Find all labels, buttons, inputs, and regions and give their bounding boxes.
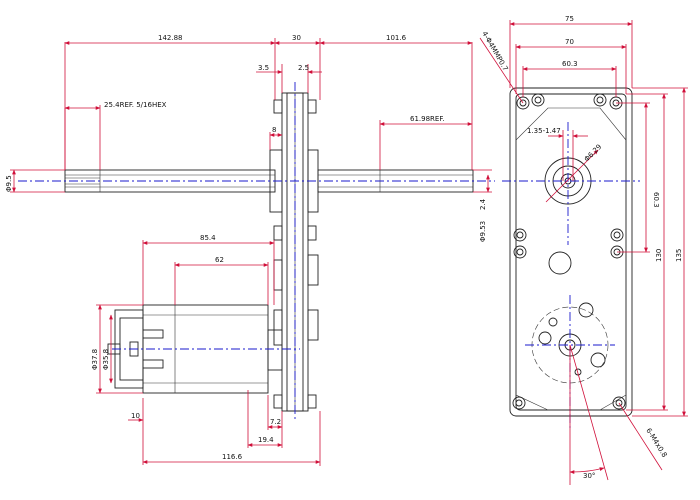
dim-8: 8: [272, 126, 276, 134]
dim-2-5: 2.5: [298, 64, 309, 72]
dim-2-4: 2.4: [479, 198, 487, 210]
dim-dia-6-29: Φ6.29: [583, 143, 604, 164]
dim-135: 135: [675, 249, 683, 262]
dim-10: 10: [131, 412, 140, 420]
dim-angle-30: 30°: [583, 472, 595, 480]
dim-61-98-ref: 61.98REF.: [410, 115, 444, 123]
side-dimensions: 142.88 30 101.6 3.5 2.5 25.4REF. 5/16HEX…: [5, 34, 492, 466]
dim-85-4: 85.4: [200, 234, 216, 242]
dim-70: 70: [565, 38, 574, 46]
dim-hex-note: 25.4REF. 5/16HEX: [104, 101, 167, 109]
gearbox-body-side: [273, 92, 319, 412]
dim-130: 130: [655, 249, 663, 262]
mounting-holes: [512, 93, 626, 410]
gearbox-plate-inner: [515, 93, 627, 411]
dim-dia-35-8: Φ35.8: [102, 349, 110, 370]
dim-dia-9-53: Φ9.53: [479, 221, 487, 242]
hole-note-top: 4-Φ4MMP0.7: [480, 30, 509, 72]
side-view: 142.88 30 101.6 3.5 2.5 25.4REF. 5/16HEX…: [5, 34, 495, 466]
dim-1-35-1-47: 1.35-1.47: [527, 127, 561, 135]
dim-19-4: 19.4: [258, 436, 274, 444]
dim-101-6: 101.6: [386, 34, 407, 42]
dim-116-6: 116.6: [222, 453, 243, 461]
front-dimensions: 75 70 60.3 4-Φ4MMP0.7 1.35-1.47 Φ6.29: [479, 15, 688, 485]
dim-60-3-top: 60.3: [562, 60, 578, 68]
front-view: 75 70 60.3 4-Φ4MMP0.7 1.35-1.47 Φ6.29: [479, 15, 688, 485]
dim-dia-9-5: Φ9.5: [5, 175, 13, 192]
idler-hole: [548, 251, 572, 275]
dim-dia-37-8: Φ37.8: [91, 349, 99, 370]
dim-3-5: 3.5: [258, 64, 269, 72]
dim-60-3-vertical: 60.3: [652, 192, 660, 208]
hole-note-bottom: 6-M4x0.8: [644, 427, 668, 459]
dim-142-88: 142.88: [158, 34, 183, 42]
dim-62: 62: [215, 256, 224, 264]
dim-75: 75: [565, 15, 574, 23]
dim-30: 30: [292, 34, 301, 42]
dim-7-2: 7.2: [270, 418, 281, 426]
